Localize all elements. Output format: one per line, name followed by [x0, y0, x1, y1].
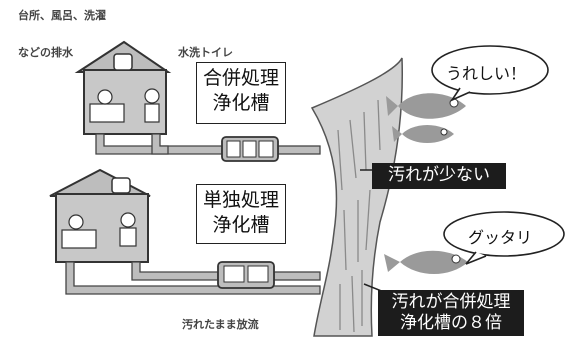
combined-tank-line2: 浄化槽 [212, 92, 270, 114]
label-kitchen-bath-laundry: 台所、風呂、洗濯 [18, 9, 106, 22]
fish-happy-1 [386, 93, 466, 119]
bubble-exhausted-text: グッタリ [468, 228, 533, 247]
bubble-happy-text: うれしい！ [446, 64, 527, 83]
single-tank-label: 単独処理 浄化槽 [196, 184, 286, 244]
septic-tank-combined [221, 136, 279, 162]
septic-tank-single [217, 261, 275, 289]
tag-eight-times: 汚れが合併処理 浄化槽の８倍 [378, 290, 524, 336]
speech-bubble-exhausted [443, 211, 565, 265]
house-combined [74, 40, 172, 135]
single-tank-line1: 単独処理 [202, 189, 279, 211]
speech-bubble-happy [431, 45, 549, 102]
combined-tank-line1: 合併処理 [202, 67, 279, 89]
fish-happy-2 [392, 125, 454, 143]
tag-less-dirty-text: 汚れが少ない [388, 165, 490, 185]
single-tank-line2: 浄化槽 [212, 214, 270, 236]
label-untreated-discharge: 汚れたまま放流 [182, 318, 259, 331]
fish-exhausted [384, 250, 468, 274]
tag-eight-times-line1: 汚れが合併処理 [391, 292, 511, 312]
tag-less-dirty: 汚れが少ない [372, 163, 506, 189]
pipes-combined [95, 133, 321, 155]
pipes-single [65, 261, 321, 295]
tag-eight-times-line2: 浄化槽の８倍 [400, 313, 502, 333]
combined-tank-label: 合併処理 浄化槽 [196, 62, 286, 124]
river [310, 57, 404, 337]
house-single [49, 168, 151, 263]
label-wastewater: などの排水 [18, 46, 73, 59]
label-flush-toilet: 水洗トイレ [178, 46, 233, 59]
